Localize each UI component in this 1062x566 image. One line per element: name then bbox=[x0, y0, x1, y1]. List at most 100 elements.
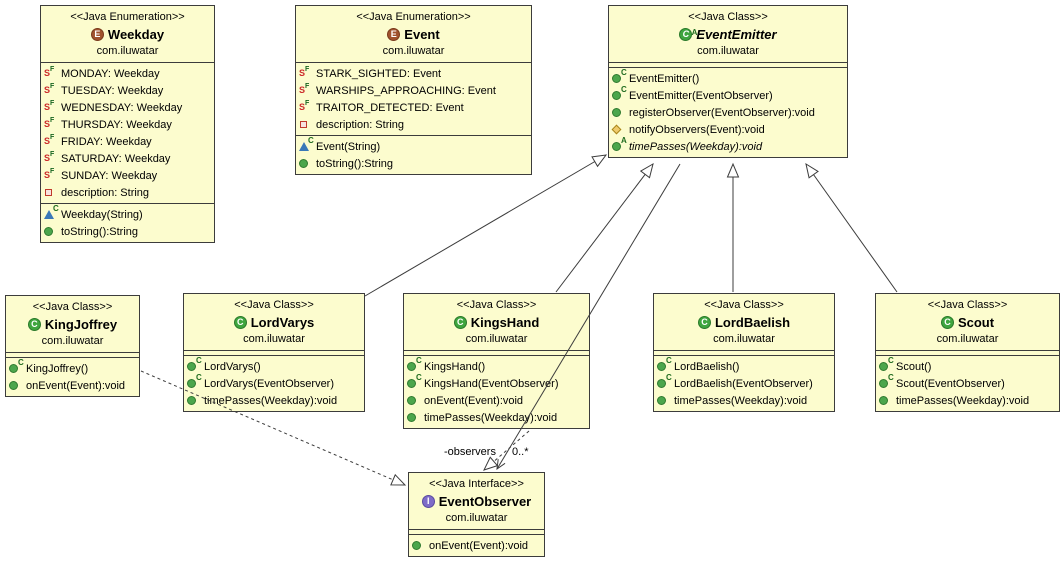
class-name-line: E Event bbox=[298, 25, 529, 44]
field-label: WARSHIPS_APPROACHING: Event bbox=[316, 84, 496, 97]
method-label: registerObserver(EventObserver):void bbox=[629, 106, 815, 119]
public-constructor-icon: C bbox=[187, 373, 204, 390]
stereotype: <<Java Class>> bbox=[234, 299, 314, 311]
class-name-line: C KingJoffrey bbox=[8, 315, 137, 334]
class-box-lordbaelish[interactable]: <<Java Class>> C LordBaelish com.iluwata… bbox=[653, 293, 835, 412]
method-label: Event(String) bbox=[316, 140, 381, 153]
fields-compartment-empty bbox=[404, 350, 589, 355]
class-header: <<Java Class>> C KingJoffrey com.iluwata… bbox=[6, 296, 139, 352]
field-row: description: String bbox=[296, 116, 531, 133]
method-label: Weekday(String) bbox=[61, 208, 143, 221]
generalization-scout-eventemitter bbox=[805, 162, 898, 293]
class-box-event[interactable]: <<Java Enumeration>> E Event com.iluwata… bbox=[295, 5, 532, 175]
public-method-icon bbox=[657, 394, 674, 407]
method-label: toString():String bbox=[61, 225, 139, 238]
package-name: com.iluwatar bbox=[445, 512, 508, 524]
method-label: timePasses(Weekday):void bbox=[629, 140, 763, 153]
method-row: onEvent(Event):void bbox=[6, 377, 139, 394]
generalization-kingshand-eventemitter bbox=[555, 162, 654, 293]
fields-compartment-empty bbox=[876, 350, 1059, 355]
class-box-weekday[interactable]: <<Java Enumeration>> E Weekday com.iluwa… bbox=[40, 5, 215, 243]
package-constructor-icon: C bbox=[44, 204, 61, 221]
class-name: KingsHand bbox=[470, 315, 540, 330]
method-row: registerObserver(EventObserver):void bbox=[609, 104, 847, 121]
method-label: EventEmitter() bbox=[629, 72, 700, 85]
class-icon: C bbox=[697, 316, 711, 329]
method-label: timePasses(Weekday):void bbox=[424, 411, 558, 424]
class-box-eventobserver[interactable]: <<Java Interface>> I EventObserver com.i… bbox=[408, 472, 545, 557]
method-label: KingJoffrey() bbox=[26, 362, 89, 375]
method-label: EventEmitter(EventObserver) bbox=[629, 89, 773, 102]
class-name: EventEmitter bbox=[696, 27, 777, 42]
package-constructor-icon: C bbox=[299, 136, 316, 153]
class-box-kingshand[interactable]: <<Java Class>> C KingsHand com.iluwatar … bbox=[403, 293, 590, 429]
package-name: com.iluwatar bbox=[243, 333, 305, 345]
class-name: Event bbox=[404, 27, 440, 42]
public-constructor-icon: C bbox=[612, 68, 629, 85]
public-constructor-icon: C bbox=[879, 373, 896, 390]
public-constructor-icon: C bbox=[407, 356, 424, 373]
field-row: description: String bbox=[41, 184, 214, 201]
public-method-icon bbox=[407, 411, 424, 424]
method-row: timePasses(Weekday):void bbox=[654, 392, 834, 409]
class-name-line: C LordBaelish bbox=[656, 313, 832, 332]
class-header: <<Java Class>> C KingsHand com.iluwatar bbox=[404, 294, 589, 350]
method-label: onEvent(Event):void bbox=[429, 539, 529, 552]
class-box-kingjoffrey[interactable]: <<Java Class>> C KingJoffrey com.iluwata… bbox=[5, 295, 140, 397]
field-label: description: String bbox=[61, 186, 150, 199]
private-field-icon bbox=[299, 118, 316, 131]
stereotype: <<Java Class>> bbox=[927, 299, 1008, 311]
private-field-icon bbox=[44, 186, 61, 199]
class-header: <<Java Class>> C LordVarys com.iluwatar bbox=[184, 294, 364, 350]
public-method-icon bbox=[412, 539, 429, 552]
field-label: WEDNESDAY: Weekday bbox=[61, 101, 183, 114]
public-constructor-icon: C bbox=[9, 358, 26, 375]
package-name: com.iluwatar bbox=[936, 333, 999, 345]
fields-compartment-empty bbox=[6, 352, 139, 357]
stereotype: <<Java Class>> bbox=[32, 301, 113, 313]
method-label: LordVarys() bbox=[204, 360, 261, 373]
public-constructor-icon: C bbox=[657, 373, 674, 390]
field-label: SUNDAY: Weekday bbox=[61, 169, 158, 182]
class-box-lordvarys[interactable]: <<Java Class>> C LordVarys com.iluwatar … bbox=[183, 293, 365, 412]
package-name: com.iluwatar bbox=[465, 333, 528, 345]
method-label: timePasses(Weekday):void bbox=[674, 394, 808, 407]
public-method-icon bbox=[407, 394, 424, 407]
public-constructor-icon: C bbox=[879, 356, 896, 373]
fields-compartment-empty bbox=[609, 62, 847, 67]
fields-compartment-empty bbox=[409, 529, 544, 534]
field-label: MONDAY: Weekday bbox=[61, 67, 160, 80]
class-icon: C bbox=[233, 316, 247, 329]
field-label: TRAITOR_DETECTED: Event bbox=[316, 101, 464, 114]
field-label: TUESDAY: Weekday bbox=[61, 84, 164, 97]
enum-icon: E bbox=[387, 28, 401, 41]
class-name: LordBaelish bbox=[714, 315, 791, 330]
class-header: <<Java Class>> C Scout com.iluwatar bbox=[876, 294, 1059, 350]
class-name-line: C KingsHand bbox=[406, 313, 587, 332]
class-name: EventObserver bbox=[438, 494, 532, 509]
package-name: com.iluwatar bbox=[96, 45, 159, 57]
public-method-icon bbox=[187, 394, 204, 407]
